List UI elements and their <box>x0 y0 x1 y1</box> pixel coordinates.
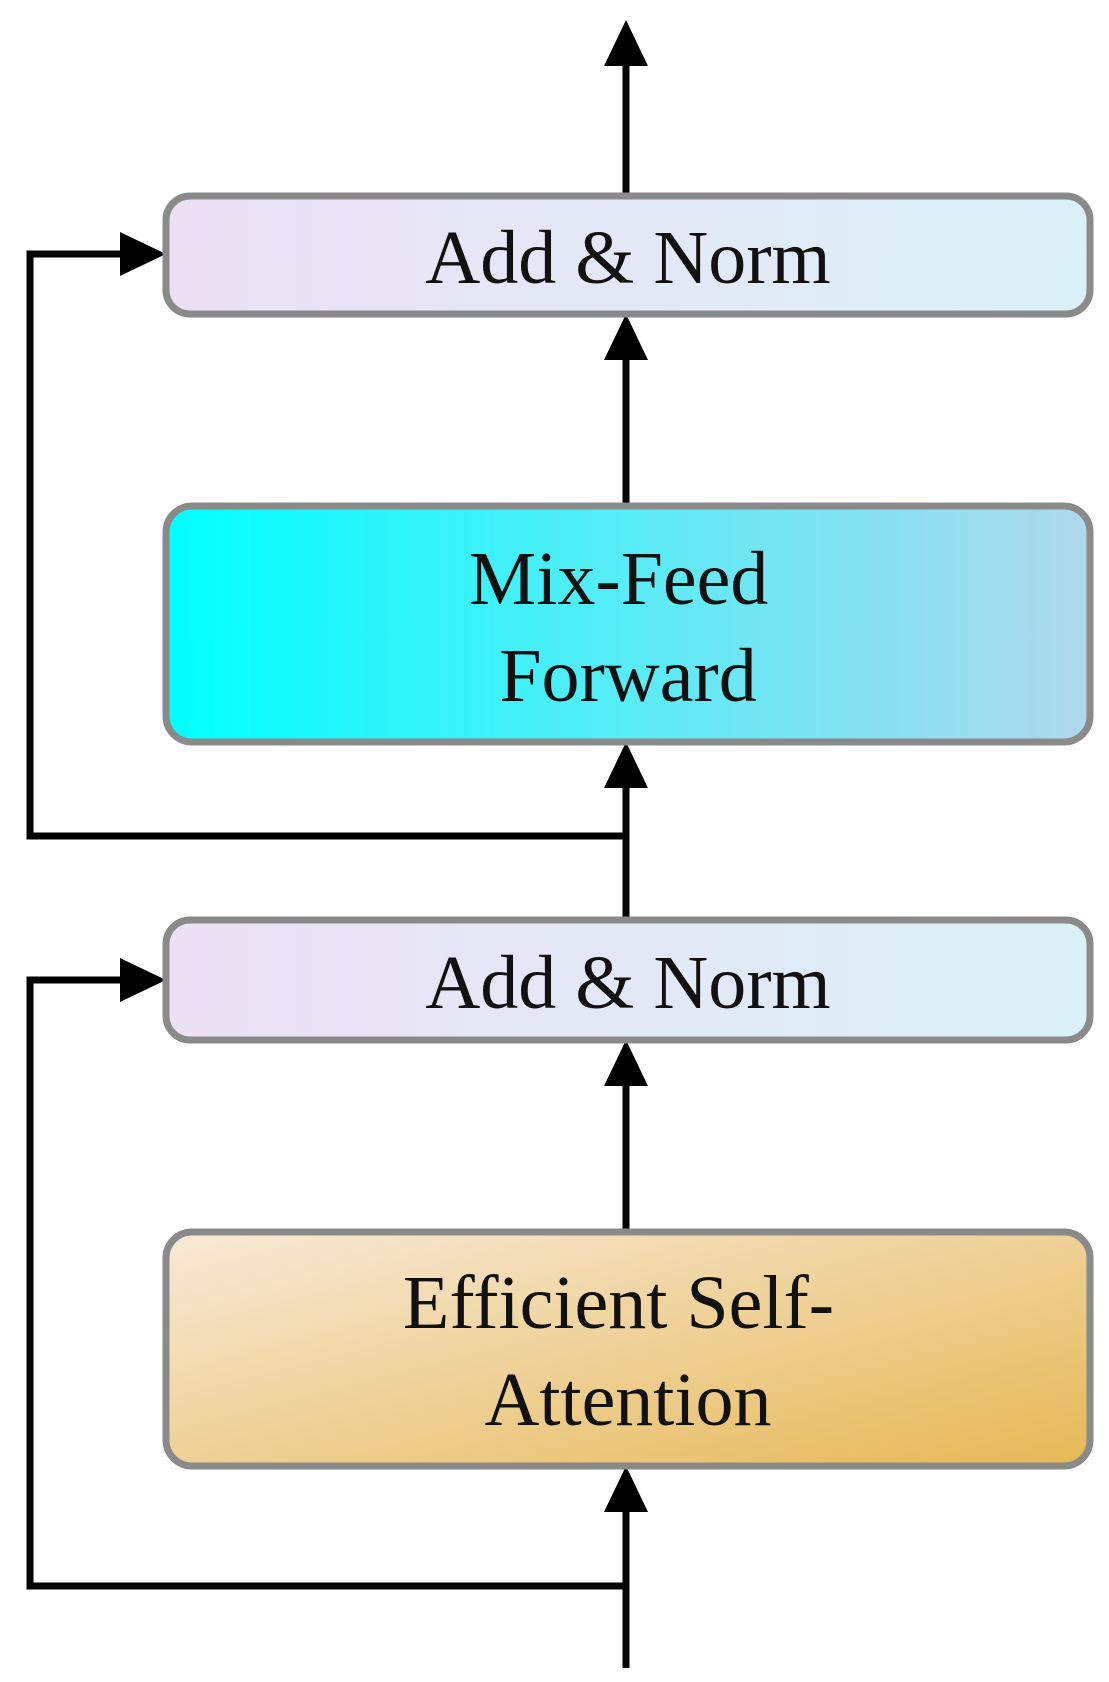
efficient-self-attention-block: Efficient Self- Attention <box>162 1228 1094 1470</box>
addnorm-to-mixffn-arrow-head <box>604 742 648 788</box>
efficient-self-attention-label: Efficient Self- Attention <box>403 1261 853 1442</box>
residual-connection-upper <box>26 250 626 840</box>
mixffn-to-addnorm-arrow-head <box>604 314 648 360</box>
mix-feed-forward-label: Mix-Feed Forward <box>469 537 788 718</box>
add-norm-bottom-label: Add & Norm <box>425 941 830 1025</box>
residual-lower-arrow-head <box>120 958 166 1002</box>
add-norm-block-bottom: Add & Norm <box>162 916 1094 1044</box>
input-arrow-head <box>604 1466 648 1512</box>
connectors <box>26 20 648 1668</box>
mix-feed-forward-block: Mix-Feed Forward <box>162 502 1094 746</box>
add-norm-block-top: Add & Norm <box>162 192 1094 318</box>
attention-to-addnorm-arrow-head <box>604 1040 648 1086</box>
add-norm-top-label: Add & Norm <box>425 216 830 300</box>
output-arrow-head <box>604 20 648 66</box>
residual-upper-arrow-head <box>120 232 166 276</box>
residual-connection-lower <box>26 976 626 1590</box>
